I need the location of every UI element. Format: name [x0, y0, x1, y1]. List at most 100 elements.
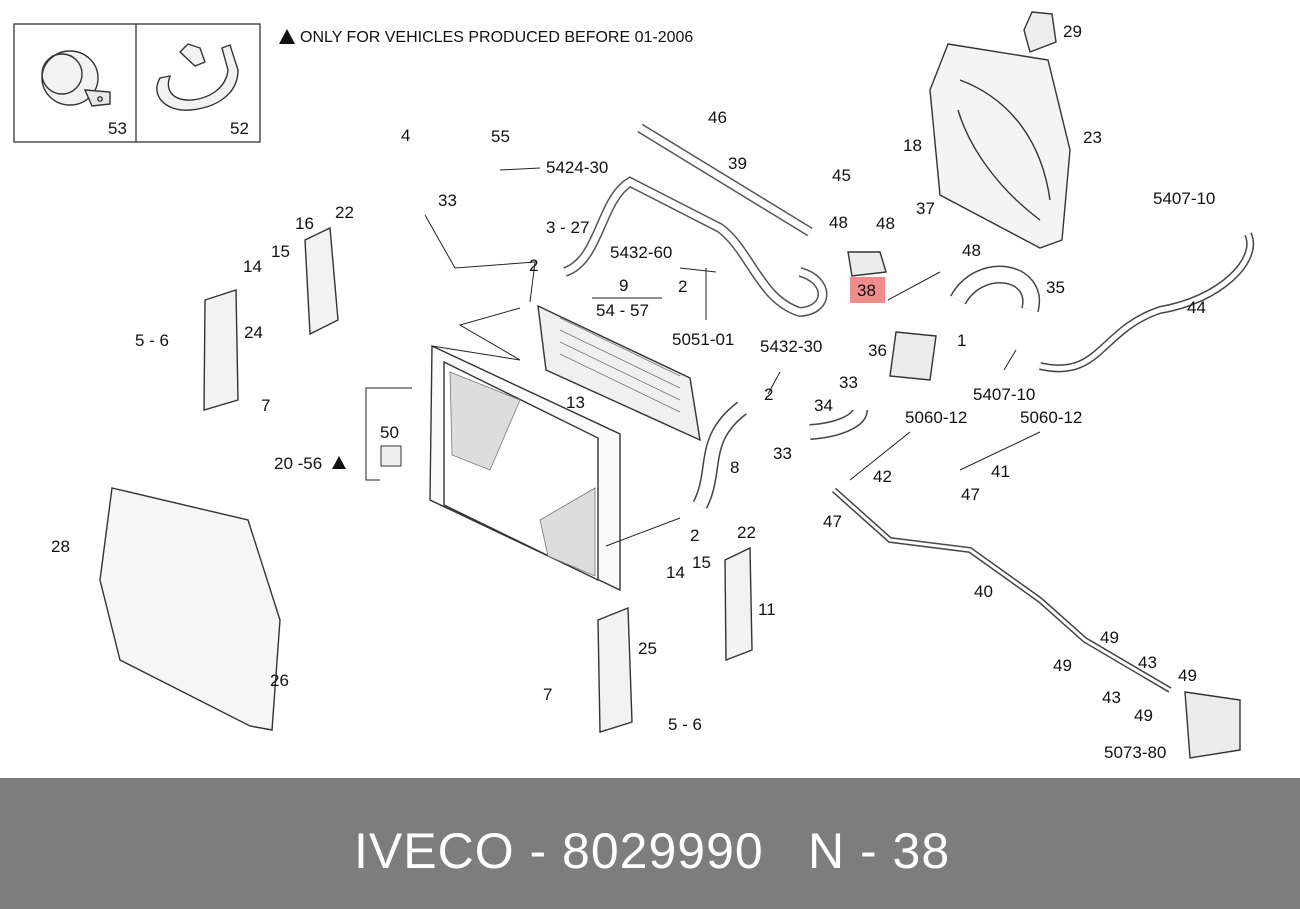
callout-48-a: 48 — [829, 213, 848, 232]
valve-5073-80-drawing — [1184, 691, 1241, 759]
callout-15-low: 15 — [692, 553, 711, 572]
callout-47-a: 47 — [961, 485, 980, 504]
callout-38: 38 — [857, 281, 876, 300]
callout-34: 34 — [814, 396, 833, 415]
callouts: 29 18 23 46 39 45 4 55 5424-30 33 3 - 27… — [51, 22, 1215, 762]
inset-label-52: 52 — [230, 119, 249, 138]
callout-1: 1 — [957, 331, 966, 350]
callout-7-low: 7 — [543, 685, 552, 704]
callout-54-57: 54 - 57 — [596, 301, 649, 320]
callout-55: 55 — [491, 127, 510, 146]
callout-49-b: 49 — [1053, 656, 1072, 675]
callout-44: 44 — [1187, 298, 1206, 317]
callout-35: 35 — [1046, 278, 1065, 297]
callout-4: 4 — [401, 126, 410, 145]
callout-8: 8 — [730, 458, 739, 477]
callout-33-top: 33 — [438, 191, 457, 210]
callout-49-a: 49 — [1100, 628, 1119, 647]
callout-47-b: 47 — [823, 512, 842, 531]
inset-label-53: 53 — [108, 119, 127, 138]
callout-2-b: 2 — [678, 277, 687, 296]
callout-26: 26 — [270, 671, 289, 690]
hose-3-27-drawing — [562, 176, 828, 318]
bracket-25-drawing — [597, 606, 633, 733]
note: ONLY FOR VEHICLES PRODUCED BEFORE 01-200… — [279, 29, 693, 46]
warning-triangle-icon — [279, 29, 295, 44]
footer-reference: N - 38 — [808, 823, 951, 879]
callout-5432-30: 5432-30 — [760, 337, 822, 356]
callout-48-b: 48 — [876, 214, 895, 233]
callout-28: 28 — [51, 537, 70, 556]
callout-40: 40 — [974, 582, 993, 601]
callout-5073-80: 5073-80 — [1104, 743, 1166, 762]
callout-14-top: 14 — [243, 257, 262, 276]
parts-artwork — [99, 11, 1254, 759]
callout-20-56: 20 -56 — [274, 454, 322, 473]
callout-5407-10-mid: 5407-10 — [973, 385, 1035, 404]
callout-5424-30: 5424-30 — [546, 158, 608, 177]
highlight-38-box — [850, 277, 885, 303]
bracket-24-drawing — [203, 289, 239, 411]
fan-shroud-drawing — [929, 43, 1071, 249]
callout-2-c: 2 — [764, 385, 773, 404]
footer-bar — [0, 778, 1300, 909]
callout-13: 13 — [566, 393, 585, 412]
callout-29: 29 — [1063, 22, 1082, 41]
callout-3-27: 3 - 27 — [546, 218, 589, 237]
callout-36: 36 — [868, 341, 887, 360]
callout-22-low: 22 — [737, 523, 756, 542]
callout-41: 41 — [991, 462, 1010, 481]
callout-43-b: 43 — [1102, 688, 1121, 707]
callout-33-mid: 33 — [839, 373, 858, 392]
bracket-16-drawing — [304, 226, 339, 336]
parts-diagram: 53 52 ONLY FOR VEHICLES PRODUCED BEFORE … — [13, 11, 1254, 762]
hose-44-drawing — [1039, 232, 1254, 373]
callout-50: 50 — [380, 423, 399, 442]
callout-14-low: 14 — [666, 563, 685, 582]
callout-2-a: 2 — [529, 256, 538, 275]
callout-45: 45 — [832, 166, 851, 185]
callout-18: 18 — [903, 136, 922, 155]
thermostat-38-drawing — [847, 251, 887, 277]
callout-5060-12-a: 5060-12 — [905, 408, 967, 427]
clamp-53-icon — [41, 50, 111, 107]
callout-49-d: 49 — [1134, 706, 1153, 725]
callout-24: 24 — [244, 323, 263, 342]
callout-42: 42 — [873, 467, 892, 486]
callout-37: 37 — [916, 199, 935, 218]
bracket-11-drawing — [724, 546, 753, 662]
callout-5-6-low: 5 - 6 — [668, 715, 702, 734]
callout-5432-60: 5432-60 — [610, 243, 672, 262]
intercooler-drawing — [537, 304, 701, 442]
clamp-52-icon — [156, 43, 239, 111]
note-text: ONLY FOR VEHICLES PRODUCED BEFORE 01-200… — [300, 29, 693, 46]
callout-23: 23 — [1083, 128, 1102, 147]
callout-49-c: 49 — [1178, 666, 1197, 685]
throttle-36-drawing — [889, 331, 937, 381]
callout-9: 9 — [619, 276, 628, 295]
callout-46: 46 — [708, 108, 727, 127]
callout-5-6-top: 5 - 6 — [135, 331, 169, 350]
callout-33-low: 33 — [773, 444, 792, 463]
callout-48-c: 48 — [962, 241, 981, 260]
callout-5407-10-top: 5407-10 — [1153, 189, 1215, 208]
callout-5051-01: 5051-01 — [672, 330, 734, 349]
callout-15-top: 15 — [271, 242, 290, 261]
callout-22-top: 22 — [335, 203, 354, 222]
leader-lines — [365, 167, 1041, 547]
footer-part-number: IVECO - 8029990 — [354, 823, 764, 879]
radiator-drawing — [429, 344, 621, 592]
warning-triangle-icon-2 — [332, 456, 346, 469]
callout-5060-12-b: 5060-12 — [1020, 408, 1082, 427]
callout-16: 16 — [295, 214, 314, 233]
callout-39: 39 — [728, 154, 747, 173]
lower-shroud-drawing — [99, 487, 281, 731]
callout-43-a: 43 — [1138, 653, 1157, 672]
callout-25: 25 — [638, 639, 657, 658]
callout-11: 11 — [758, 600, 776, 619]
callout-7-top: 7 — [261, 396, 270, 415]
callout-2-d: 2 — [690, 526, 699, 545]
inset-box: 53 52 — [13, 23, 261, 143]
bracket-29-drawing — [1023, 11, 1057, 53]
